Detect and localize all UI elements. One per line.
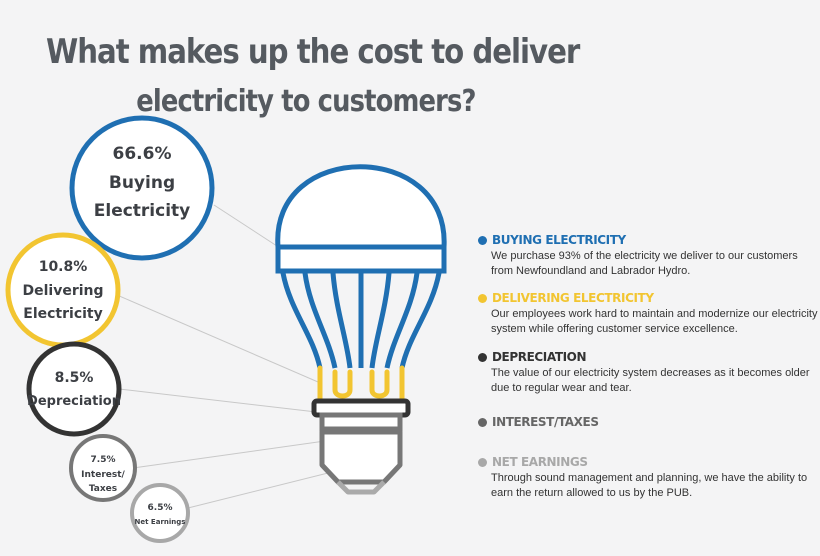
leader-lines (116, 204, 341, 509)
legend-title: BUYING ELECTRICITY (492, 233, 626, 247)
circle-label: Depreciation (27, 394, 121, 409)
legend-title: DEPRECIATION (492, 350, 587, 364)
legend-item-depreciation: DEPRECIATION The value of our electricit… (478, 350, 818, 396)
circle-label: Electricity (94, 201, 191, 221)
legend-title: INTEREST/TAXES (492, 415, 599, 429)
circle-buying-electricity: 66.6% Buying Electricity (69, 115, 215, 261)
title-line-2: electricity to customers? (136, 84, 477, 119)
legend-desc: Our employees work hard to maintain and … (491, 308, 818, 335)
circle-percent: 7.5% (91, 455, 116, 465)
bullet-icon (478, 457, 487, 467)
leader-line-delivering (116, 294, 319, 383)
circle-percent: 66.6% (113, 144, 172, 164)
leader-line-interest (132, 439, 333, 469)
legend-title: NET EARNINGS (492, 455, 588, 469)
leader-line-depreciation (118, 388, 326, 414)
circle-percent: 6.5% (148, 503, 173, 513)
circle-label: Buying (109, 173, 175, 193)
legend-item-buying: BUYING ELECTRICITY We purchase 93% of th… (478, 233, 818, 279)
circle-label: Electricity (23, 306, 102, 322)
bullet-icon (478, 417, 487, 427)
leader-line-netearnings (187, 469, 341, 509)
legend-item-net-earnings: NET EARNINGS Through sound management an… (478, 455, 818, 501)
bullet-icon (478, 235, 487, 245)
light-bulb-icon (275, 164, 447, 495)
legend-item-delivering: DELIVERING ELECTRICITY Our employees wor… (478, 291, 818, 337)
circle-net-earnings: 6.5% Net Earnings (130, 483, 190, 543)
legend-item-interest: INTEREST/TAXES (478, 415, 818, 429)
circle-delivering-electricity: 10.8% Delivering Electricity (5, 232, 121, 348)
circle-percent: 8.5% (55, 370, 94, 386)
circle-label: Net Earnings (135, 518, 186, 526)
leader-line-buying (213, 204, 281, 249)
legend-desc: The value of our electricity system decr… (491, 367, 810, 394)
circle-label: Taxes (89, 484, 117, 494)
circle-depreciation: 8.5% Depreciation (26, 341, 122, 437)
circle-label: Interest/ (81, 470, 125, 480)
legend-desc: Through sound management and planning, w… (491, 472, 808, 499)
circle-interest-taxes: 7.5% Interest/ Taxes (69, 434, 137, 502)
bullet-icon (478, 352, 487, 362)
circle-label: Delivering (22, 283, 103, 299)
circle-percent: 10.8% (39, 259, 88, 275)
bullet-icon (478, 293, 487, 303)
legend-desc: We purchase 93% of the electricity we de… (491, 250, 798, 277)
legend-title: DELIVERING ELECTRICITY (492, 291, 654, 305)
title-line-1: What makes up the cost to deliver (46, 32, 580, 72)
